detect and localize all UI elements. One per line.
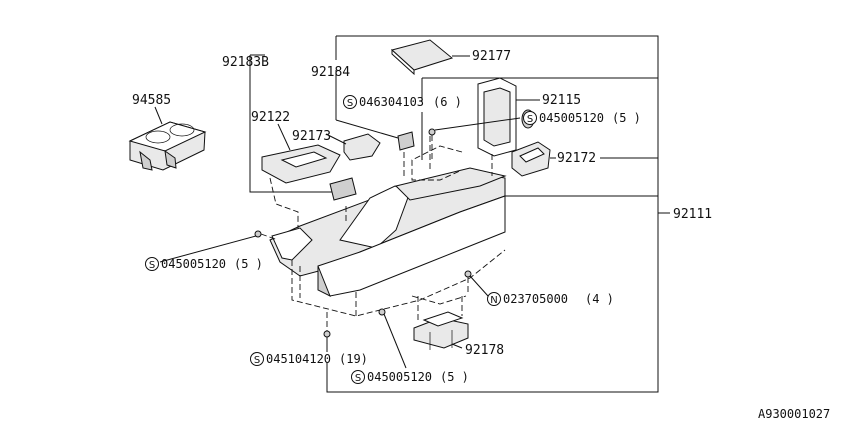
fastener-qty: (5 )	[440, 370, 469, 384]
fastener-callout-045005120-left: S 045005120 (5 )	[145, 257, 263, 271]
label-92177: 92177	[472, 49, 511, 64]
fastener-code: 023705000	[503, 292, 568, 306]
armrest-frame-part	[477, 77, 540, 157]
label-92178: 92178	[465, 343, 504, 358]
fastener-type-s: S	[527, 114, 533, 125]
fastener-code: 045005120	[539, 111, 604, 125]
label-92183b: 92183B	[222, 55, 269, 70]
bracket-lines	[249, 35, 670, 393]
label-94585: 94585	[132, 93, 171, 108]
fastener-type-n: N	[490, 295, 497, 306]
fastener-callout-045005120-upper: S 045005120 (5 )	[523, 111, 641, 125]
label-92184: 92184	[311, 65, 350, 80]
label-92115: 92115	[542, 93, 581, 108]
fastener-qty: (5 )	[234, 257, 263, 271]
fastener-code: 045005120	[367, 370, 432, 384]
lid-part	[390, 39, 470, 76]
fastener-code: 045005120	[161, 257, 226, 271]
mounting-bracket-part	[411, 295, 469, 350]
fastener-qty: (4 )	[585, 292, 614, 306]
small-cover-part	[325, 133, 381, 161]
fastener-qty: (5 )	[612, 111, 641, 125]
fastener-type-s: S	[254, 355, 260, 366]
fastener-markers	[159, 117, 521, 369]
fastener-callout-023705000: N 023705000 (4 )	[487, 292, 614, 306]
shift-panel-part	[261, 123, 341, 184]
fastener-qty: (6 )	[433, 95, 462, 109]
label-92122: 92122	[251, 110, 290, 125]
fastener-type-s: S	[347, 98, 353, 109]
fastener-qty: (19)	[339, 352, 368, 366]
fastener-callout-046304103: S 046304103 (6 )	[343, 95, 462, 109]
rear-cover-part	[511, 141, 658, 177]
console-body-part	[269, 136, 507, 317]
fastener-code: 046304103	[359, 95, 424, 109]
label-92111: 92111	[673, 207, 712, 222]
fastener-code: 045104120	[266, 352, 331, 366]
label-92172: 92172	[557, 151, 596, 166]
fastener-callout-045104120: S 045104120 (19)	[250, 352, 368, 366]
clip-part	[335, 70, 415, 151]
fastener-callout-045005120-bottom: S 045005120 (5 )	[351, 370, 469, 384]
label-92173: 92173	[292, 129, 331, 144]
cup-holder-part	[128, 106, 207, 171]
fastener-type-s: S	[355, 373, 361, 384]
diagram-id: A930001027	[758, 407, 830, 421]
fastener-type-s: S	[149, 260, 155, 271]
